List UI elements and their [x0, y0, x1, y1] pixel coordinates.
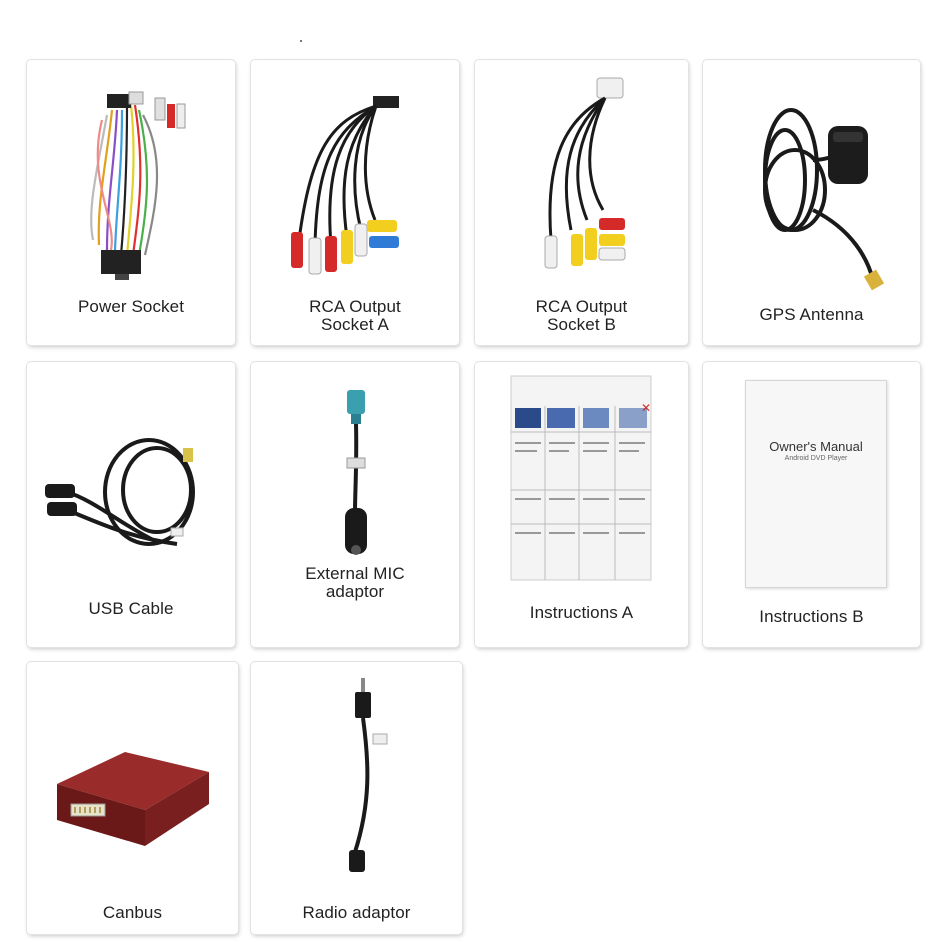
instruction-sheet-icon: ✕	[510, 375, 652, 581]
card-instr-a[interactable]: ✕ Instructions A	[475, 362, 688, 647]
mic-adaptor-icon	[345, 390, 367, 555]
item-label: RCA Output Socket A	[309, 297, 401, 334]
manual-title: Owner's Manual	[769, 439, 863, 454]
item-label: Instructions A	[529, 603, 634, 622]
card-power-socket[interactable]: Power Socket	[27, 60, 235, 345]
wiring-harness-icon	[90, 91, 186, 280]
item-label: Canbus	[102, 903, 163, 922]
card-rca-a[interactable]: RCA Output Socket A	[251, 60, 459, 345]
radio-adaptor-icon	[349, 678, 388, 872]
card-canbus[interactable]: Canbus	[27, 662, 238, 934]
manual-subtitle: Android DVD Player	[784, 455, 848, 462]
card-usb[interactable]: USB Cable	[27, 362, 235, 647]
item-label: Instructions B	[759, 607, 864, 626]
card-mic[interactable]: External MIC adaptor	[251, 362, 459, 647]
item-label: Power Socket	[77, 297, 185, 316]
item-label: GPS Antenna	[759, 305, 864, 324]
canbus-box-icon	[57, 752, 209, 846]
rca-cable-icon	[291, 96, 399, 275]
stray-dot	[300, 40, 302, 42]
item-label: Radio adaptor	[302, 903, 411, 922]
item-label: RCA Output Socket B	[535, 297, 628, 334]
svg-text:✕: ✕	[641, 401, 651, 415]
rca-cable-icon	[544, 77, 626, 269]
item-label: External MIC adaptor	[305, 564, 405, 601]
card-radio[interactable]: Radio adaptor	[251, 662, 462, 934]
card-gps[interactable]: GPS Antenna	[703, 60, 920, 345]
card-rca-b[interactable]: RCA Output Socket B	[475, 60, 688, 345]
item-label: USB Cable	[88, 599, 174, 618]
gps-antenna-icon	[763, 108, 885, 291]
manual-booklet-icon: Owner's Manual Android DVD Player	[745, 380, 887, 588]
card-instr-b[interactable]: Owner's Manual Android DVD Player Instru…	[703, 362, 920, 647]
usb-cable-icon	[45, 438, 195, 546]
